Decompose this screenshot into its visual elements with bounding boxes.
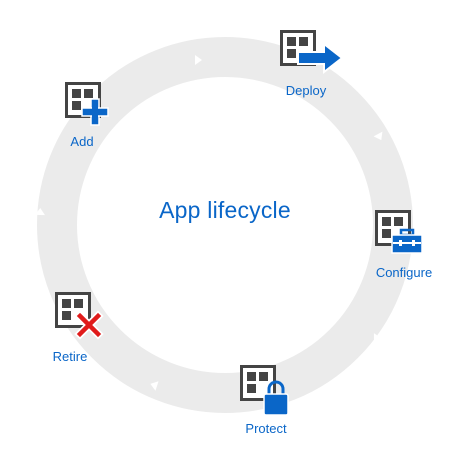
retire-label: Retire xyxy=(52,349,88,364)
ring-arrow-lower-right xyxy=(373,333,383,342)
deploy-label: Deploy xyxy=(285,83,327,98)
diagram-title: App lifecycle xyxy=(159,197,291,223)
direction-arrows xyxy=(35,55,383,391)
ring-arrow-upper-right xyxy=(373,131,383,141)
deploy-stage-icon xyxy=(280,30,344,76)
retire-stage-icon xyxy=(55,292,105,340)
configure-stage-icon xyxy=(375,210,425,256)
red-x-icon xyxy=(55,292,104,340)
plus-icon xyxy=(65,82,109,126)
configure-label: Configure xyxy=(375,265,433,280)
add-label: Add xyxy=(70,134,94,149)
add-stage-icon xyxy=(65,82,115,128)
ring-arrow-left xyxy=(35,208,45,216)
protect-stage-icon xyxy=(240,365,290,416)
toolbox-icon xyxy=(375,210,423,254)
protect-label: Protect xyxy=(245,421,287,436)
ring-arrow-bottom xyxy=(150,381,159,391)
deploy-arrow-icon xyxy=(280,30,344,75)
ring-arrow-top xyxy=(195,55,202,65)
padlock-icon xyxy=(240,365,289,416)
